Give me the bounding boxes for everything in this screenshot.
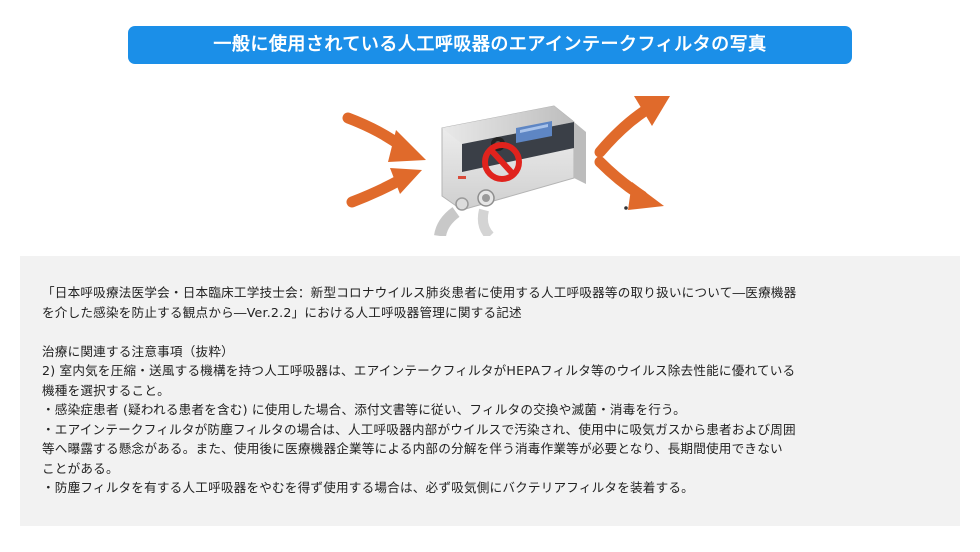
ventilator-airflow-diagram (342, 96, 670, 236)
ventilator-illustration (330, 86, 670, 236)
prohibited-icon (482, 142, 522, 182)
ventilator-device (434, 105, 586, 236)
note-text: 「日本呼吸療法医学会・日本臨床工学技士会：新型コロナウイルス肺炎患者に使用する人… (42, 283, 942, 498)
list-item: 2) 室内気を圧縮・送風する機構を持つ人工呼吸器は、エアインテークフィルタがHE… (42, 363, 796, 378)
air-outflow-arrow-bottom (594, 156, 664, 210)
air-inflow-arrow-top (342, 112, 426, 162)
note-panel (20, 256, 960, 526)
air-inflow-arrow-bottom (346, 168, 422, 208)
spacer (42, 322, 942, 342)
list-item: 機種を選択すること。 (42, 382, 170, 398)
bullet-item: ことがある。 (42, 460, 119, 476)
citation-line: 「日本呼吸療法医学会・日本臨床工学技士会：新型コロナウイルス肺炎患者に使用する人… (42, 285, 797, 300)
bullet-item: ・防塵フィルタを有する人工呼吸器をやむを得ず使用する場合は、必ず吸気側にバクテリ… (42, 480, 694, 495)
citation-line: を介した感染を防止する観点から―Ver.2.2」における人工呼吸器管理に関する記… (42, 304, 522, 320)
air-outflow-arrow-top (594, 96, 670, 158)
bullet-item: ・感染症患者 (疑われる患者を含む) に使用した場合、添付文書等に従い、フィルタ… (42, 402, 686, 417)
section-heading: 治療に関連する注意事項（抜粋） (42, 343, 234, 359)
dot-mark (624, 206, 628, 210)
bullet-item: 等へ曝露する懸念がある。また、使用後に医療機器企業等による内部の分解を伴う消毒作… (42, 441, 783, 456)
bullet-item: ・エアインテークフィルタが防塵フィルタの場合は、人工呼吸器内部がウイルスで汚染さ… (42, 421, 796, 437)
title-banner: 一般に使用されている人工呼吸器のエアインテークフィルタの写真 (128, 26, 852, 64)
